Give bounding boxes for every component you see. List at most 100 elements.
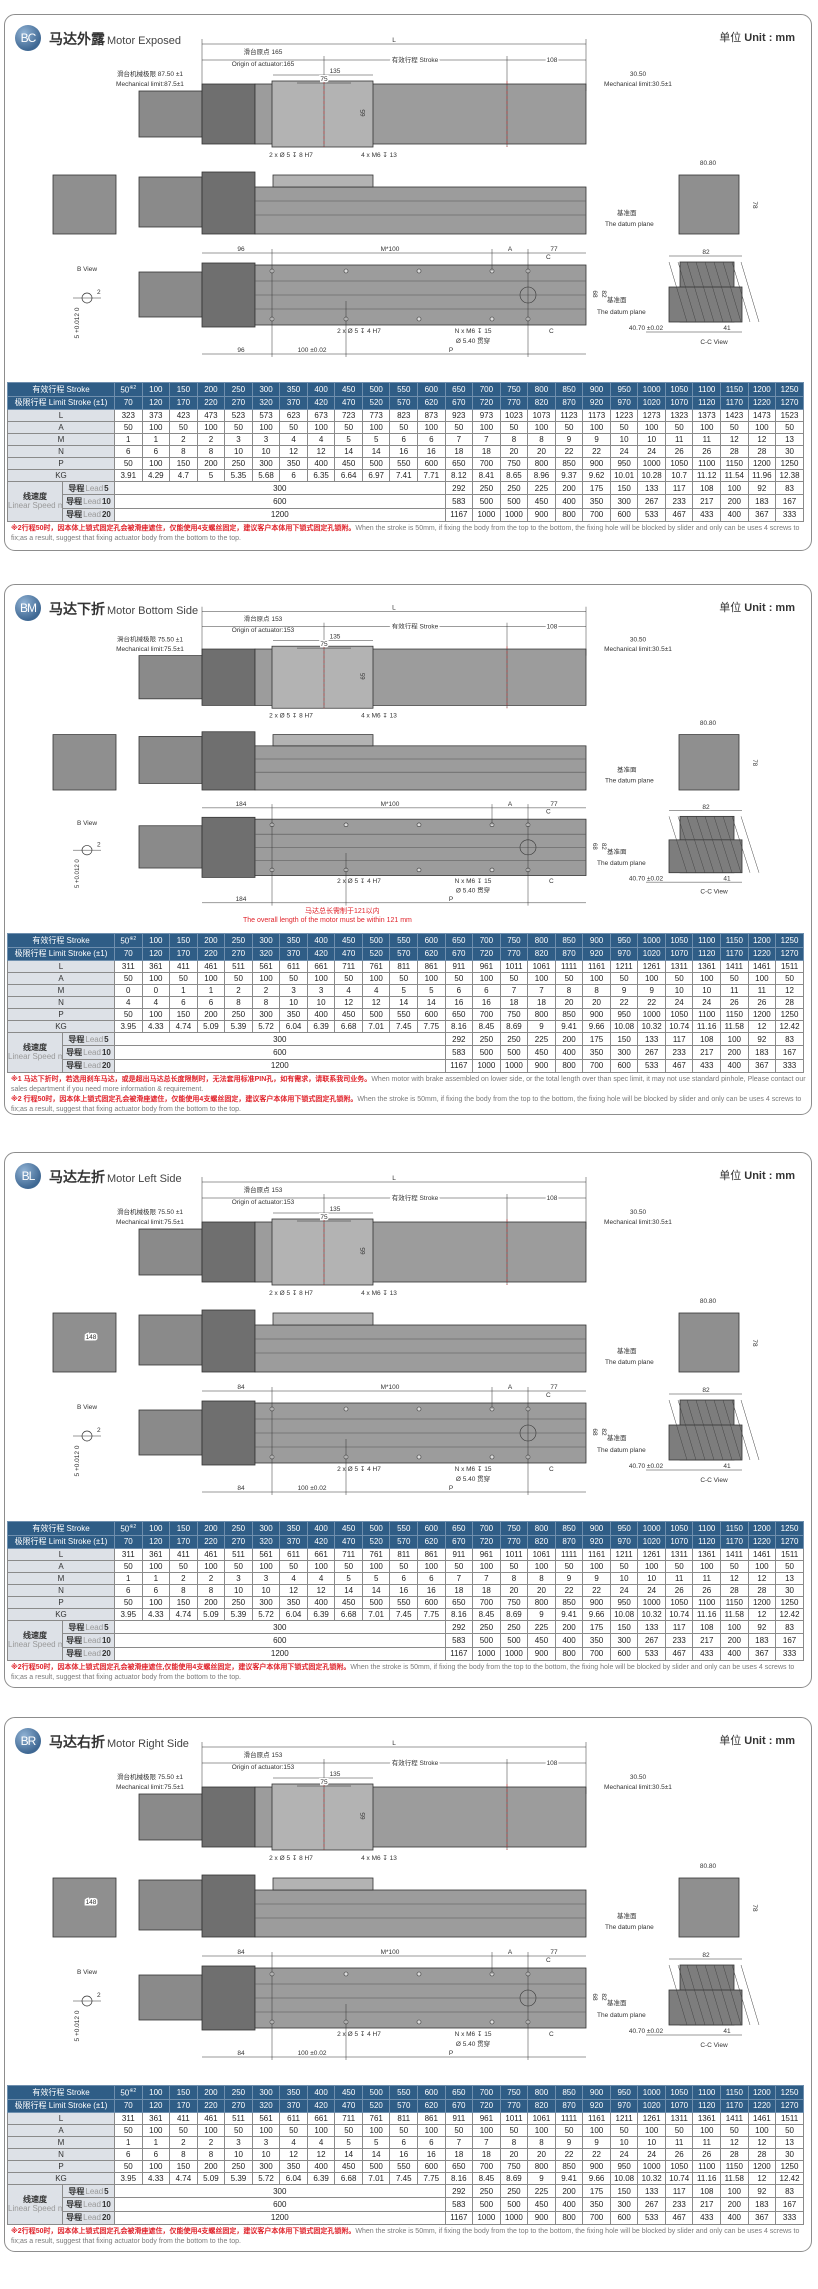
limit-stroke-cell: 520 [361,946,391,961]
table-cell: 6.39 [306,1607,336,1621]
stroke-cell: 250 [224,1521,253,1536]
lead-en: Lead [83,496,101,506]
table-cell: 22 [554,2147,584,2161]
cc-hatch-line [731,816,751,873]
dim-label-mech-left-cn: 滑台机械极限 75.50 ±1 [117,1772,183,1781]
table-cell: 10 [306,995,336,1009]
table-cell: 873 [417,408,446,422]
stroke-cell: 450 [334,933,363,948]
limit-stroke-cell: 770 [499,946,529,961]
dim-label-pitch: M*100 [381,246,400,253]
table-cell: 10 [251,444,281,458]
limit-stroke-label: 极限行程 Limit Stroke (±1) [7,395,115,410]
table-cell: 4.74 [169,2171,198,2185]
top-view-motor [138,90,203,138]
table-cell: 600 [417,456,446,470]
speed-cell: 83 [775,2183,804,2199]
stroke-cell: 1200 [747,1521,777,1536]
table-cell: 6.04 [279,1607,308,1621]
speed-cell: 333 [775,507,804,522]
table-cell: 323 [114,408,143,422]
table-cell: 9 [582,1571,611,1585]
table-cell: 861 [417,959,446,973]
dim-label-P: P [449,2050,453,2057]
stroke-footnote-mark: ※2 [129,2088,137,2094]
table-cell: 6 [389,1571,419,1585]
dim-label-bottom-pin: 2 x Ø 5 ↧ 4 H7 [337,878,381,885]
stroke-header-label: 有效行程 Stroke [7,1521,115,1536]
speed-cell: 150 [609,480,639,496]
stroke-cell: 550 [389,2085,419,2100]
cc-hatch-line [722,261,742,323]
table-cell: 250 [224,1007,253,1021]
table-cell: 623 [279,408,308,422]
speed-merged-cell: 600 [114,2197,446,2212]
stroke-header-label: 有效行程 Stroke [7,933,115,948]
table-cell: 10 [637,1571,666,1585]
table-cell: 50 [444,971,474,985]
stroke-cell: 100 [141,2085,171,2100]
row-label: P [7,1007,115,1021]
speed-cell: 183 [747,1045,777,1060]
top-view-carriage [271,80,374,148]
table-cell: 100 [141,1007,171,1021]
dim-label-d65: 65 [360,1247,367,1255]
table-cell: 1011 [499,1547,529,1561]
table-cell: 100 [196,1559,226,1573]
cc-hatch-line [713,1399,733,1461]
lead-number: 10 [101,496,111,506]
side-view-body [254,186,587,235]
row-label: A [7,2123,115,2137]
table-cell: 500 [361,1595,391,1609]
dim-label-d108: 108 [547,623,558,630]
stroke-cell: 950 [609,2085,639,2100]
unit-label: 单位 Unit : mm [719,599,795,615]
limit-stroke-cell: 1220 [747,395,777,410]
table-cell: 6 [389,2135,419,2149]
stroke-value: 250 [231,384,246,394]
mount-hole-icon [489,1454,495,1460]
stroke-cell: 500 [361,933,391,948]
limit-stroke-cell: 770 [499,395,529,410]
table-cell: 3 [306,983,336,997]
table-cell: 100 [637,971,666,985]
dim-label-pin-pitch: 100 ±0.02 [298,2050,327,2057]
section-title-en: Motor Bottom Side [107,605,199,617]
table-cell: 50 [499,2123,529,2137]
table-cell: 12 [279,444,308,458]
stroke-value: 500 [369,2087,383,2097]
stroke-cell: 650 [444,933,474,948]
unit-en: Unit : mm [744,602,795,614]
table-cell: 12 [720,432,749,446]
limit-stroke-cell: 970 [609,395,639,410]
table-cell: 6 [444,983,474,997]
table-cell: 723 [334,408,363,422]
speed-cell: 150 [609,2183,639,2199]
table-cell: 50 [664,971,694,985]
table-cell: 350 [279,456,308,470]
table-cell: 6 [114,1583,143,1597]
table-cell: 911 [444,1547,474,1561]
row-label: M [7,1571,115,1585]
table-cell: 20 [582,995,611,1009]
table-cell: 411 [169,2111,198,2125]
speed-cell: 92 [747,1031,777,1047]
table-cell: 1423 [720,408,749,422]
table-cell: 661 [306,2111,336,2125]
table-cell: 100 [747,971,777,985]
speed-cell: 600 [609,2210,639,2225]
dim-label-d68: 68 [591,1993,598,2001]
dim-label-datum-cn: 基准面 [617,1346,637,1355]
cc-hatch-line [704,261,724,323]
mount-hole-icon [416,1454,422,1460]
stroke-value: 50 [120,1524,130,1534]
row-label: P [7,2159,115,2173]
table-cell: 12 [747,1019,777,1033]
dim-label-origin-en: Origin of actuator:153 [232,1199,295,1206]
speed-cell: 167 [775,1633,804,1648]
dim-label-left-offset: 184 [236,801,247,808]
stroke-value: 600 [424,1523,438,1533]
speed-cell: 92 [747,480,777,496]
table-cell: 24 [609,444,639,458]
